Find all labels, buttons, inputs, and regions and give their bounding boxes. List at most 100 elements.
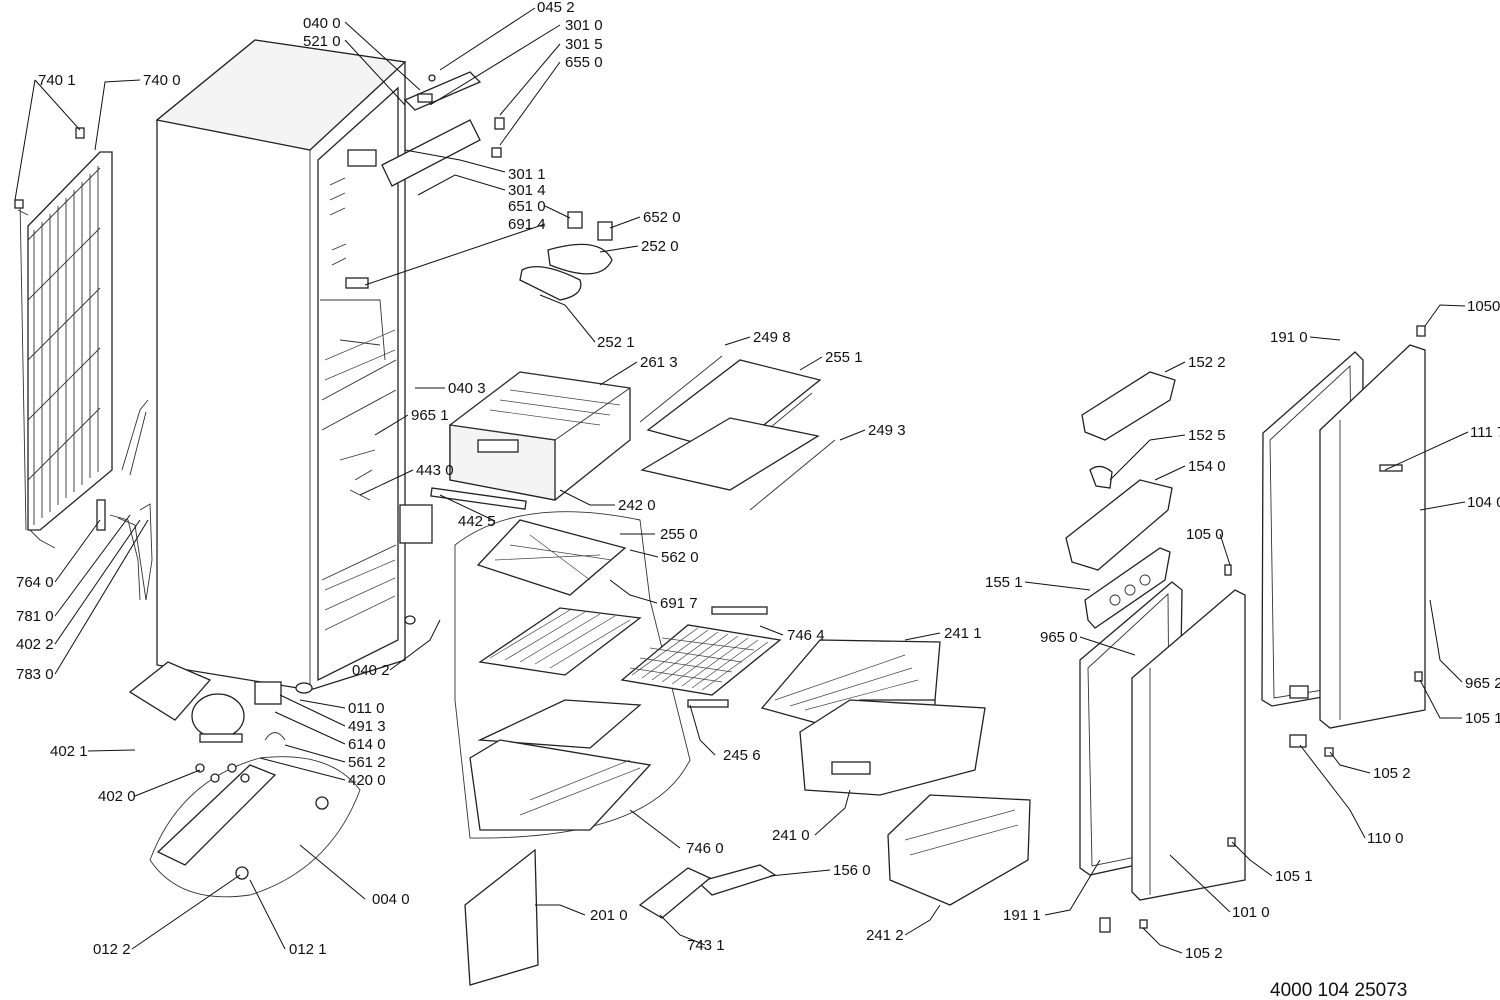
callout-201-0[interactable]: 201 0: [590, 907, 628, 924]
callout-402-0[interactable]: 402 0: [98, 788, 136, 805]
callout-402-2[interactable]: 402 2: [16, 636, 54, 653]
callout-743-1[interactable]: 743 1: [687, 937, 725, 954]
door-shelf-middle: [1065, 465, 1173, 571]
glass-shelf-lower: [640, 417, 836, 511]
callout-255-0[interactable]: 255 0: [660, 526, 698, 543]
crisper-drawer-bottom: [887, 794, 1031, 906]
callout-261-3[interactable]: 261 3: [640, 354, 678, 371]
callout-040-2[interactable]: 040 2: [352, 662, 390, 679]
callout-105-2[interactable]: 105 2: [1373, 765, 1411, 782]
callout-152-5[interactable]: 152 5: [1188, 427, 1226, 444]
evaporator: [478, 607, 642, 676]
callout-labels: 045 2 040 0 301 0 521 0 301 5 655 0 740 …: [16, 0, 1500, 962]
callout-040-3[interactable]: 040 3: [448, 380, 486, 397]
callout-155-1[interactable]: 155 1: [985, 574, 1023, 591]
callout-301-4[interactable]: 301 4: [508, 182, 546, 199]
callout-420-0[interactable]: 420 0: [348, 772, 386, 789]
callout-156-0[interactable]: 156 0: [833, 862, 871, 879]
callout-491-3[interactable]: 491 3: [348, 718, 386, 735]
callout-249-3[interactable]: 249 3: [868, 422, 906, 439]
callout-691-7[interactable]: 691 7: [660, 595, 698, 612]
light-cover: [638, 867, 712, 919]
callout-245-6[interactable]: 245 6: [723, 747, 761, 764]
callout-562-0[interactable]: 562 0: [661, 549, 699, 566]
callout-764-0[interactable]: 764 0: [16, 574, 54, 591]
callout-241-2[interactable]: 241 2: [866, 927, 904, 944]
freezer-door: [1319, 344, 1426, 729]
callout-011-0[interactable]: 011 0: [348, 700, 384, 717]
base-plate-group: [149, 756, 361, 898]
callout-746-0[interactable]: 746 0: [686, 840, 724, 857]
compressor: [191, 693, 245, 743]
callout-101-0[interactable]: 101 0: [1232, 904, 1270, 921]
callout-012-1[interactable]: 012 1: [289, 941, 327, 958]
upper-drawer: [448, 371, 632, 501]
fridge-door: [1131, 589, 1246, 901]
bolts: [195, 763, 250, 783]
callout-965-0[interactable]: 965 0: [1040, 629, 1078, 646]
air-duct-module: [476, 519, 627, 596]
callout-110-0[interactable]: 110 0: [1367, 830, 1403, 847]
callout-614-0[interactable]: 614 0: [348, 736, 386, 753]
callout-104-0[interactable]: 104 0: [1467, 494, 1500, 511]
callout-1050[interactable]: 1050: [1467, 298, 1500, 315]
callout-040-0[interactable]: 040 0: [303, 15, 341, 32]
callout-301-0[interactable]: 301 0: [565, 17, 603, 34]
callout-402-1[interactable]: 402 1: [50, 743, 88, 760]
callout-781-0[interactable]: 781 0: [16, 608, 54, 625]
callout-252-1[interactable]: 252 1: [597, 334, 635, 351]
callout-965-1[interactable]: 965 1: [411, 407, 449, 424]
top-hinge-assembly: [381, 71, 505, 187]
callout-783-0[interactable]: 783 0: [16, 666, 54, 683]
callout-255-1[interactable]: 255 1: [825, 349, 863, 366]
callout-561-2[interactable]: 561 2: [348, 754, 386, 771]
callout-105-0[interactable]: 105 0: [1186, 526, 1224, 543]
callout-740-1[interactable]: 740 1: [38, 72, 76, 89]
callout-105-1[interactable]: 105 1: [1465, 710, 1500, 727]
callout-301-1[interactable]: 301 1: [508, 166, 546, 183]
drawer-rail: [430, 487, 527, 510]
wire-rack: [620, 606, 782, 708]
callout-443-0[interactable]: 443 0: [416, 462, 454, 479]
callout-652-0[interactable]: 652 0: [643, 209, 681, 226]
callout-249-8[interactable]: 249 8: [753, 329, 791, 346]
capillary-tubes: [96, 399, 153, 601]
callout-152-2[interactable]: 152 2: [1188, 354, 1226, 371]
callout-691-4[interactable]: 691 4: [508, 216, 546, 233]
callout-045-2[interactable]: 045 2: [537, 0, 575, 16]
callout-655-0[interactable]: 655 0: [565, 54, 603, 71]
callout-651-0[interactable]: 651 0: [508, 198, 546, 215]
evaporator-cover-and-tray: [469, 699, 652, 831]
document-number: 4000 104 25073: [1270, 980, 1407, 1000]
condenser-coil: [14, 127, 113, 549]
compressor-relay: [254, 681, 286, 741]
callout-301-5[interactable]: 301 5: [565, 36, 603, 53]
callout-105-2-lower[interactable]: 105 2: [1185, 945, 1223, 962]
door-shelf-upper: [1081, 371, 1176, 441]
callout-154-0[interactable]: 154 0: [1188, 458, 1226, 475]
callout-252-0[interactable]: 252 0: [641, 238, 679, 255]
fan-and-lamp-parts: [519, 211, 613, 301]
leader-lines: [14, 7, 1469, 954]
callout-521-0[interactable]: 521 0: [303, 33, 341, 50]
callout-442-5[interactable]: 442 5: [458, 513, 496, 530]
callout-241-0[interactable]: 241 0: [772, 827, 810, 844]
wall-panel: [464, 848, 539, 986]
callout-740-0[interactable]: 740 0: [143, 72, 181, 89]
callout-191-0[interactable]: 191 0: [1270, 329, 1308, 346]
refrigerator-cabinet: [155, 39, 433, 694]
callout-105-1-lower[interactable]: 105 1: [1275, 868, 1313, 885]
callout-241-1[interactable]: 241 1: [944, 625, 982, 642]
callout-242-0[interactable]: 242 0: [618, 497, 656, 514]
callout-111-7[interactable]: 111 7: [1470, 424, 1500, 441]
callout-004-0[interactable]: 004 0: [372, 891, 410, 908]
small-tray: [696, 864, 777, 896]
callout-965-2[interactable]: 965 2: [1465, 675, 1500, 692]
callout-746-4[interactable]: 746 4: [787, 627, 825, 644]
callout-012-2[interactable]: 012 2: [93, 941, 131, 958]
crisper-drawer-middle: [799, 699, 986, 796]
callout-191-1[interactable]: 191 1: [1003, 907, 1041, 924]
drip-tray: [128, 661, 212, 721]
